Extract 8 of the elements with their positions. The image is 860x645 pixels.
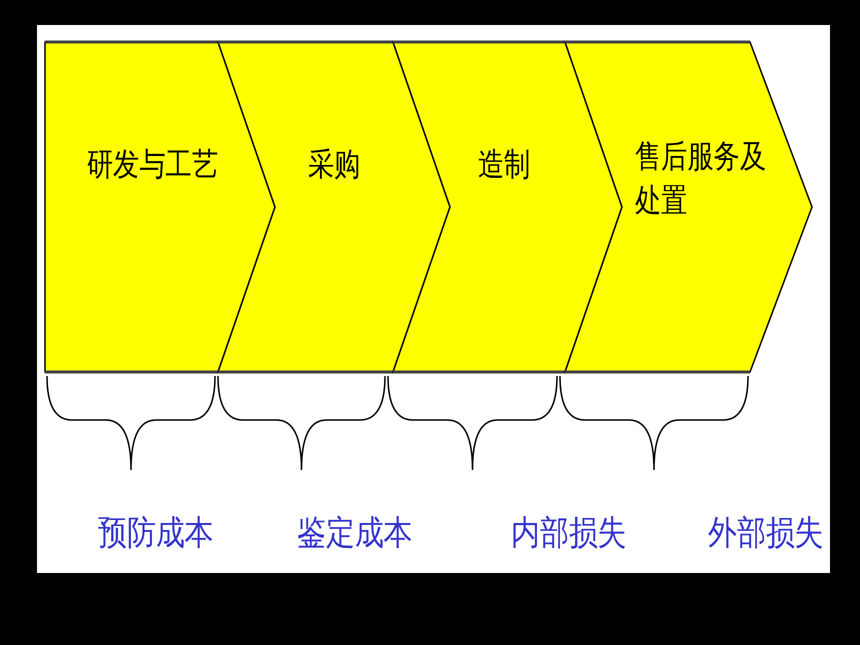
stage-label: 采购 <box>308 144 362 185</box>
cost-label: 外部损失 <box>708 512 824 555</box>
stage-label: 售后服务及处置 <box>635 136 768 221</box>
cost-label: 预防成本 <box>98 512 214 555</box>
stage-label: 造制 <box>478 144 532 185</box>
cost-label: 鉴定成本 <box>297 512 413 555</box>
cost-label: 内部损失 <box>511 512 627 555</box>
stage-label: 研发与工艺 <box>87 144 220 185</box>
